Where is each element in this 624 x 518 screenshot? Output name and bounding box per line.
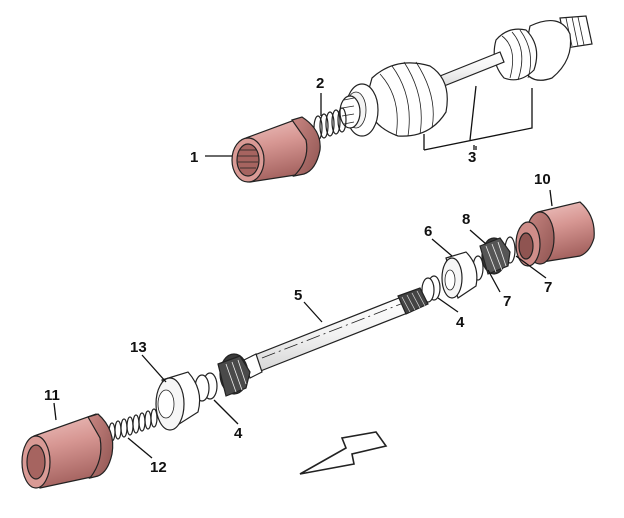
label-11: 11 (44, 387, 60, 404)
label-6: 6 (424, 223, 432, 240)
inner-boot (365, 61, 448, 137)
label-5: 5 (294, 287, 302, 304)
label-1: 1 (190, 149, 198, 166)
label-7-left: 7 (503, 293, 511, 310)
label-13: 13 (130, 339, 147, 356)
label-4-left: 4 (234, 425, 243, 442)
label-8: 8 (462, 211, 470, 228)
sleeve-1 (231, 116, 321, 183)
intermediate-shaft-5 (243, 287, 429, 379)
part-labels: 1 2 3 6 8 10 7 7 4 5 13 4 11 12 (44, 75, 552, 476)
label-10: 10 (534, 171, 551, 188)
label-2: 2 (316, 75, 324, 92)
outer-cv-joint (493, 15, 593, 81)
label-12: 12 (150, 459, 167, 476)
washer-4-left (194, 372, 218, 402)
label-7-right: 7 (544, 279, 552, 296)
exploded-parts (21, 201, 595, 489)
arrow-left-down-icon (299, 431, 388, 475)
spring-12 (108, 408, 158, 442)
washer-4-right (421, 275, 441, 303)
inner-joint-housing (339, 83, 379, 137)
sleeve-11 (21, 413, 114, 489)
sleeve-10 (515, 201, 595, 267)
bearing-13 (155, 371, 201, 431)
label-3: 3 (468, 149, 476, 166)
gear-8 (479, 237, 511, 275)
leader-lines (53, 85, 553, 459)
gear-left (217, 353, 251, 397)
axle-assembly-top (231, 15, 593, 183)
bearing-6 (441, 251, 478, 299)
label-4-right: 4 (456, 314, 465, 331)
